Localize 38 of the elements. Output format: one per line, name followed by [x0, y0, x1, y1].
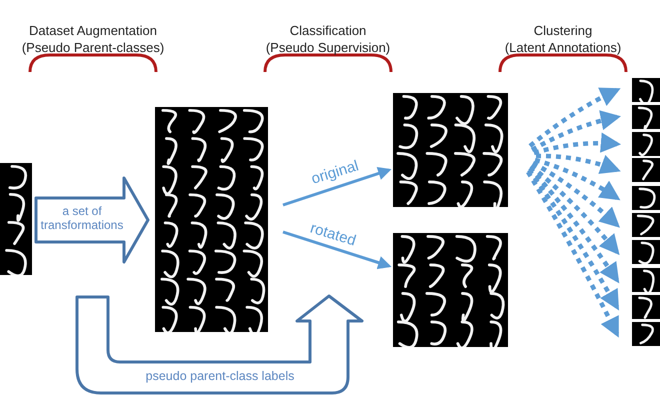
dashed-arrow — [534, 158, 620, 200]
edge-label: original — [308, 156, 362, 190]
stage-heading: Dataset Augmentation — [28, 22, 158, 39]
stage-heading: (Latent Annotations) — [504, 39, 622, 56]
edge-label: pseudo parent-class labels — [144, 369, 296, 384]
digit-image — [632, 213, 660, 237]
digit-image — [0, 163, 32, 275]
arrow — [282, 166, 392, 206]
dashed-arrow — [530, 110, 621, 152]
dashed-arrow — [528, 88, 621, 148]
stage-heading: Classification — [288, 22, 368, 39]
dashed-arrow — [527, 168, 620, 310]
block-arrow — [34, 176, 150, 264]
digit-image — [632, 158, 660, 182]
digit-image — [632, 295, 660, 319]
digit-image — [632, 105, 660, 129]
stage-heading: Clustering — [532, 22, 594, 39]
digit-image — [393, 233, 508, 347]
digit-image — [632, 78, 660, 102]
arrow — [282, 230, 392, 270]
digit-image — [632, 240, 660, 264]
digit-image — [632, 186, 660, 210]
dashed-arrow — [526, 170, 620, 338]
digit-image — [155, 107, 268, 332]
digit-image — [632, 322, 660, 346]
stage-heading: (Pseudo Supervision) — [264, 39, 392, 56]
digit-image — [632, 132, 660, 156]
dashed-arrow — [530, 164, 620, 256]
dashed-arrow — [528, 166, 620, 284]
digit-image — [393, 93, 508, 207]
digit-image — [632, 268, 660, 292]
dashed-arrow — [532, 161, 620, 228]
dashed-arrow — [536, 154, 621, 174]
stage-heading: (Pseudo Parent-classes) — [20, 39, 166, 56]
block-arrow — [76, 294, 364, 394]
dashed-arrow — [533, 132, 622, 156]
edge-label: rotated — [307, 218, 359, 252]
edge-label: a set of transformations — [40, 205, 124, 233]
